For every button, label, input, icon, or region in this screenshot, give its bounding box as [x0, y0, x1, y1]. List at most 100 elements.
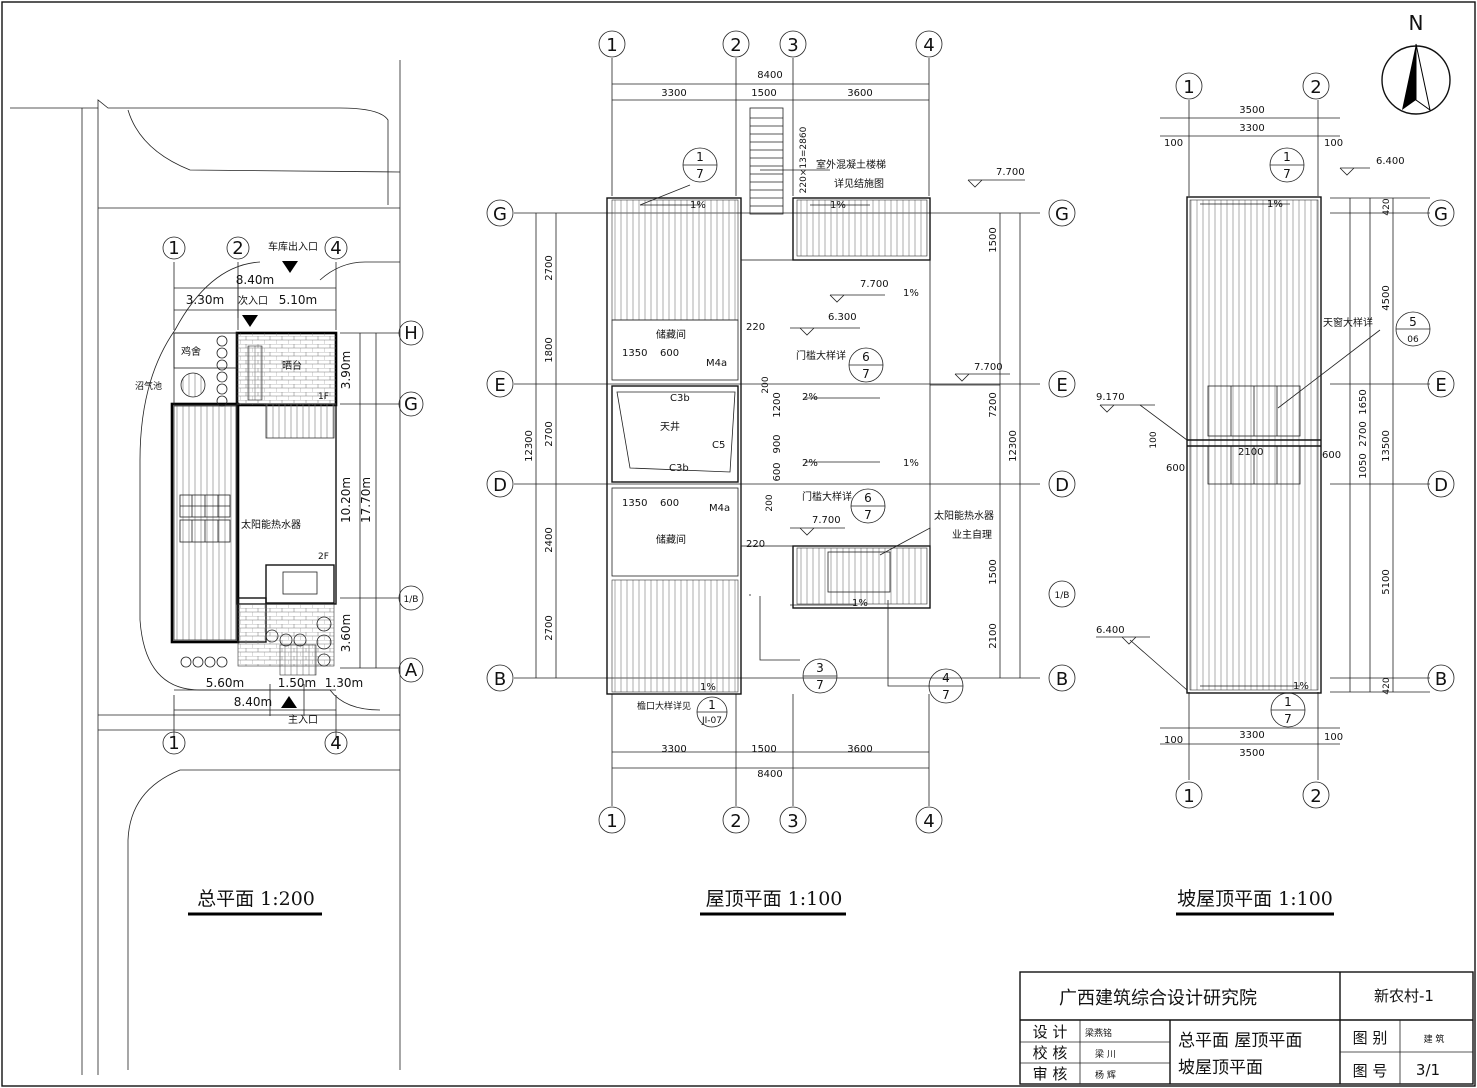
- slope-axis-g: G: [1434, 204, 1448, 225]
- roof-dim-bottom-1: 3300: [661, 744, 686, 755]
- slope-detail-1-7-num: 1: [1283, 150, 1291, 164]
- slope-dim-r-2700: 2700: [1358, 421, 1369, 446]
- roof-axis-2-bottom: 2: [730, 811, 741, 832]
- slope-dim-r-420a: 420: [1382, 198, 1392, 215]
- slope-slope-top: 1%: [1267, 199, 1283, 210]
- roof-dim-left-2: 1800: [544, 337, 555, 362]
- slope-texts: N 1 2 1 2 G E D B 3500 3300 3300 3500 10…: [1096, 11, 1448, 807]
- stair-note: 室外混凝土楼梯: [816, 158, 886, 171]
- slope-axis-2-bottom: 2: [1310, 786, 1321, 807]
- slope-roof-plan: [1096, 43, 1455, 809]
- slope-axis-2: 2: [1310, 77, 1321, 98]
- window-c5: C5: [712, 440, 725, 451]
- drying-terrace-label: 晒台: [282, 359, 302, 372]
- biogas-pit-label: 沼气池: [135, 380, 162, 392]
- roof-slope-a: 1%: [690, 200, 706, 211]
- door-m4a-upper: M4a: [706, 358, 727, 369]
- stair-dim: 220×13=2860: [799, 126, 809, 193]
- slope-detail-1-7b-den: 7: [1284, 712, 1292, 726]
- site-dim-bottom-total: 8.40m: [234, 695, 272, 709]
- project-name: 新农村-1: [1374, 987, 1434, 1005]
- garage-entry-label: 车库出入口: [268, 240, 318, 253]
- site-axis-1-bottom: 1: [168, 733, 179, 754]
- roof-axis-1b: 1/B: [1055, 591, 1070, 601]
- roof-slope-b: 1%: [830, 200, 846, 211]
- roof-axis-b: B: [494, 669, 506, 690]
- roof-slope-c: 1%: [903, 288, 919, 299]
- slope-axis-b: B: [1435, 669, 1447, 690]
- roof-dim-inner-200a: 200: [761, 376, 771, 393]
- window-c3b-upper: C3b: [670, 393, 690, 404]
- roof-dim-inner-600: 600: [772, 462, 783, 481]
- site-plan-title: 总平面 1:200: [197, 888, 315, 910]
- roof-dim-inner-200b: 200: [765, 494, 775, 511]
- roof-dim-right-1: 1500: [988, 227, 999, 252]
- site-axis-h: H: [404, 323, 418, 344]
- detail-6-7b-den: 7: [864, 508, 872, 522]
- slope-dim-100-b: 100: [1324, 138, 1343, 149]
- roof-dim-bottom-total: 8400: [757, 769, 782, 780]
- site-axis-g: G: [404, 394, 418, 415]
- roof-axis-d: D: [493, 475, 507, 496]
- roof-axis-1-bottom: 1: [606, 811, 617, 832]
- garage-entry-arrow-icon: [282, 261, 298, 273]
- roof-slope-g: 1%: [852, 598, 868, 609]
- floor-1f-label: 1F: [318, 392, 329, 402]
- roof-dim-right-total: 12300: [1008, 430, 1019, 462]
- roof-axis-4-bottom: 4: [923, 811, 934, 832]
- roof-dim-left-3: 2700: [544, 421, 555, 446]
- slope-dim-100-a: 100: [1164, 138, 1183, 149]
- number-value: 3/1: [1416, 1061, 1440, 1079]
- main-entry-arrow-icon: [281, 696, 297, 708]
- name-review: 杨 辉: [1095, 1069, 1116, 1081]
- slope-dim-100-side: 100: [1149, 431, 1159, 448]
- detail-1-7-den: 7: [696, 167, 704, 181]
- roof-dim-bottom-2: 1500: [751, 744, 776, 755]
- site-dim-top-left: 3.30m: [186, 293, 224, 307]
- roof-axis-3-bottom: 3: [787, 811, 798, 832]
- slope-dim-bottom-1: 3300: [1239, 730, 1264, 741]
- slope-dim-bottom-2: 3500: [1239, 748, 1264, 759]
- site-dim-bottom-right: 1.30m: [325, 676, 363, 690]
- roof-plan: [486, 30, 1076, 834]
- roof-axis-d-right: D: [1055, 475, 1069, 496]
- roof-slope-d: 2%: [802, 392, 818, 403]
- slope-dim-r-420b: 420: [1382, 677, 1392, 694]
- roof-dim-top-2: 1500: [751, 88, 776, 99]
- number-label: 图 号: [1353, 1062, 1388, 1080]
- slope-dim-100-d: 100: [1324, 732, 1343, 743]
- secondary-entry-arrow-icon: [242, 315, 258, 327]
- detail-6-7b-num: 6: [864, 491, 872, 505]
- slope-dim-top-1: 3500: [1239, 105, 1264, 116]
- slope-dim-100-c: 100: [1164, 735, 1183, 746]
- site-dim-side-b: 10.20m: [339, 477, 353, 523]
- slope-roof-plan-title: 坡屋顶平面 1:100: [1177, 888, 1333, 910]
- eave-note: 檐口大样详见: [637, 700, 691, 712]
- slope-slope-bottom: 1%: [1293, 681, 1309, 692]
- site-dim-bottom-mid: 1.50m: [278, 676, 316, 690]
- roof-dim-top-1: 3300: [661, 88, 686, 99]
- roof-axis-3: 3: [787, 35, 798, 56]
- roof-dim-220-a: 220: [746, 322, 765, 333]
- slope-axis-1: 1: [1183, 77, 1194, 98]
- floor-2f-label: 2F: [318, 552, 329, 562]
- slope-dim-r-1050: 1050: [1358, 453, 1369, 478]
- slope-dim-r-1650: 1650: [1358, 389, 1369, 414]
- roof-dim-left-4: 2400: [544, 527, 555, 552]
- slope-dim-600-b: 600: [1322, 450, 1341, 461]
- roof-dim-600-a: 600: [660, 348, 679, 359]
- site-dim-side-c: 3.60m: [339, 614, 353, 652]
- detail-1-7-num: 1: [696, 150, 704, 164]
- roof-axis-b-right: B: [1056, 669, 1068, 690]
- roof-dim-inner-1200: 1200: [772, 392, 783, 417]
- roof-axis-g: G: [493, 204, 507, 225]
- slope-detail-1-7b-num: 1: [1284, 695, 1292, 709]
- role-design: 设 计: [1033, 1023, 1068, 1041]
- roof-dim-top-total: 8400: [757, 70, 782, 81]
- roof-axis-1: 1: [606, 35, 617, 56]
- name-check: 梁 川: [1095, 1048, 1116, 1060]
- courtyard-label: 天井: [660, 420, 680, 433]
- site-dim-top-total: 8.40m: [236, 273, 274, 287]
